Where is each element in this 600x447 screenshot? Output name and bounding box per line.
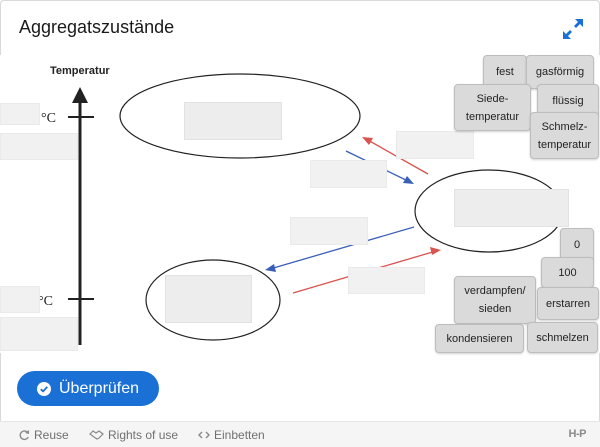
handshake-icon bbox=[89, 430, 104, 440]
dropzone-high-temp-value[interactable] bbox=[0, 103, 40, 125]
draggable-gasfoermig[interactable]: gasförmig bbox=[526, 55, 594, 89]
fullscreen-icon[interactable] bbox=[561, 17, 585, 41]
h5p-logo: H-P bbox=[568, 428, 587, 440]
draggable-zero[interactable]: 0 bbox=[560, 228, 594, 262]
page-title: Aggregatszustände bbox=[19, 17, 175, 37]
draggable-schmelztemperatur[interactable]: Schmelz-temperatur bbox=[530, 112, 599, 159]
dropzone-solid-state[interactable] bbox=[165, 275, 252, 323]
rights-of-use-link[interactable]: Rights of use bbox=[89, 428, 178, 442]
unit-low: °C bbox=[38, 294, 53, 309]
solid-ellipse bbox=[145, 259, 281, 341]
unit-high: °C bbox=[41, 111, 56, 126]
check-circle-icon bbox=[37, 381, 51, 396]
dropzone-low-temp-value[interactable] bbox=[0, 286, 40, 313]
dropzone-liquid-state[interactable] bbox=[454, 189, 569, 227]
refresh-icon bbox=[19, 430, 29, 441]
code-icon bbox=[198, 431, 210, 439]
embed-link[interactable]: Einbetten bbox=[198, 428, 265, 442]
draggable-schmelzen[interactable]: schmelzen bbox=[527, 322, 598, 353]
draggable-siedetemperatur[interactable]: Siede-temperatur bbox=[454, 84, 531, 131]
draggable-hundred[interactable]: 100 bbox=[541, 257, 594, 288]
dropzone-condense-label[interactable] bbox=[396, 131, 474, 159]
dropzone-melt-label[interactable] bbox=[348, 267, 425, 294]
dropzone-low-temp-name[interactable] bbox=[0, 317, 78, 351]
check-button-label: Überprüfen bbox=[59, 379, 140, 397]
dropzone-high-temp-name[interactable] bbox=[0, 133, 78, 160]
dropzone-gas-state[interactable] bbox=[184, 102, 282, 140]
footer-bar: Reuse Rights of use Einbetten H-P bbox=[0, 421, 600, 447]
axis-label: Temperatur bbox=[50, 65, 110, 77]
draggable-verdampfen[interactable]: verdampfen/sieden bbox=[454, 276, 536, 324]
dropzone-evaporate-label[interactable] bbox=[310, 160, 387, 188]
draggable-erstarren[interactable]: erstarren bbox=[537, 287, 599, 320]
dropzone-freeze-label[interactable] bbox=[290, 217, 368, 245]
gas-ellipse bbox=[119, 73, 361, 159]
draggable-kondensieren[interactable]: kondensieren bbox=[435, 324, 524, 353]
reuse-link[interactable]: Reuse bbox=[18, 428, 69, 442]
check-button[interactable]: Überprüfen bbox=[17, 371, 159, 406]
draggable-fest[interactable]: fest bbox=[483, 55, 527, 89]
